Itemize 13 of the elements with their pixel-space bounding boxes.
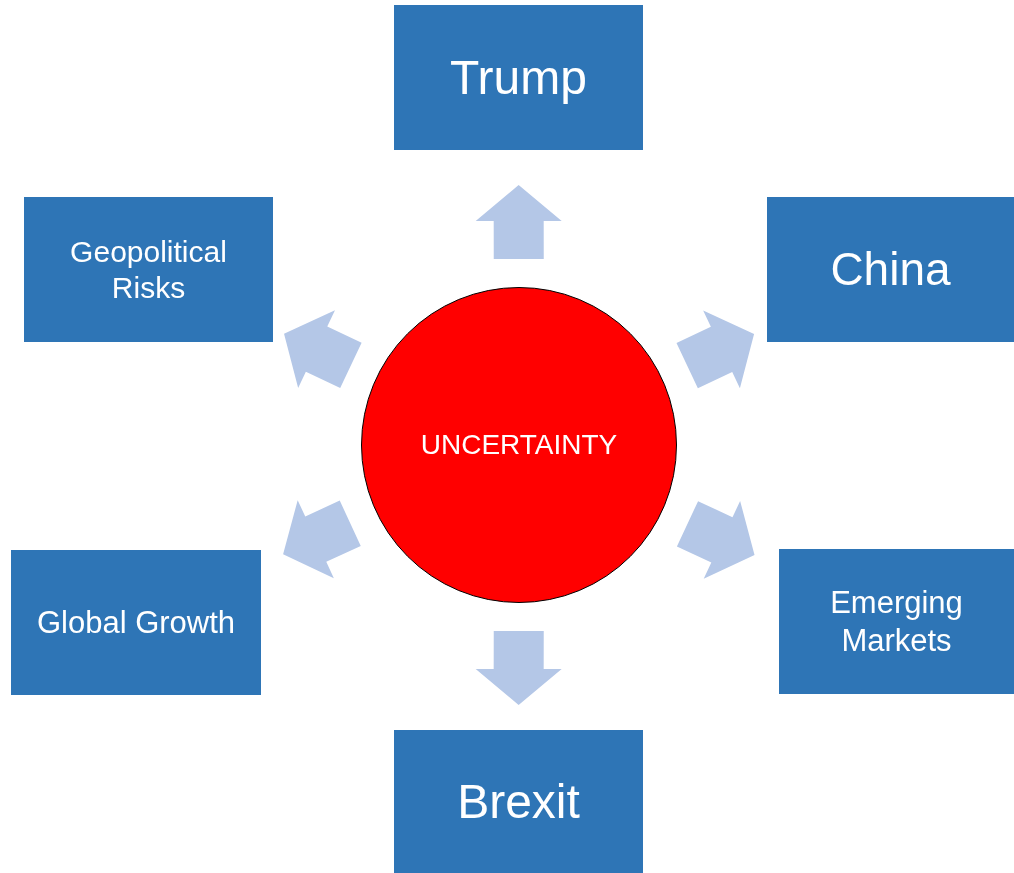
block-arrow (284, 310, 362, 388)
topic-box: Geopolitical Risks (24, 197, 273, 342)
block-arrow (475, 630, 562, 705)
topic-box: Emerging Markets (779, 549, 1014, 694)
block-arrow (475, 185, 562, 260)
center-circle: UNCERTAINTY (361, 287, 677, 603)
topic-box: China (767, 197, 1014, 342)
block-arrow (283, 500, 361, 579)
block-arrow (676, 310, 755, 389)
topic-box: Trump (394, 5, 643, 150)
block-arrow (676, 500, 755, 579)
topic-box: Global Growth (11, 550, 261, 695)
topic-box: Brexit (394, 730, 643, 873)
